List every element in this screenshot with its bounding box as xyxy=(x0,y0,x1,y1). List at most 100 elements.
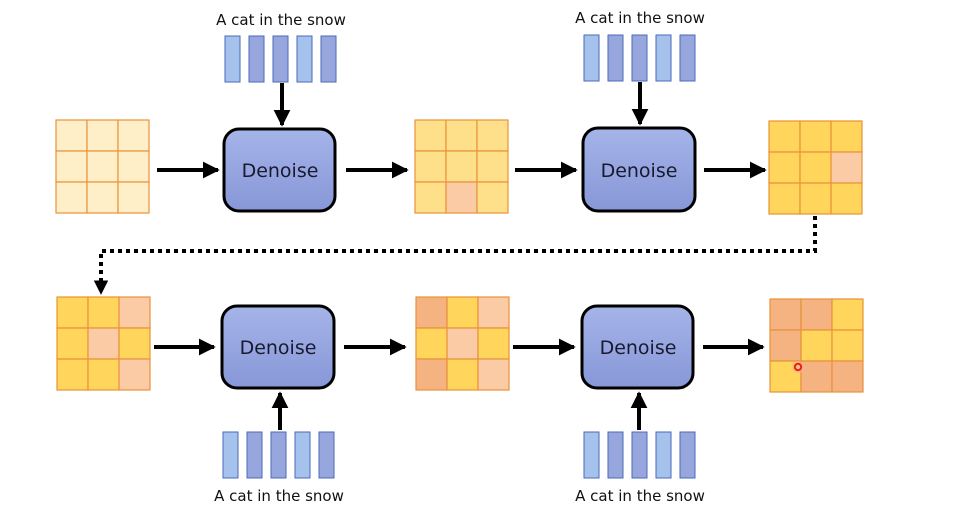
grid-cell-yellow xyxy=(87,358,120,391)
token-bar xyxy=(224,35,241,83)
grid-cell-yellow xyxy=(830,182,863,215)
token-bar xyxy=(655,34,672,82)
token-embeddings xyxy=(583,34,696,82)
token-bar xyxy=(272,35,289,83)
grid-cell-yellow xyxy=(799,120,832,153)
token-bar xyxy=(655,431,672,479)
latent-grid-r2-1 xyxy=(56,296,151,391)
grid-cell-peach xyxy=(830,151,863,184)
token-bar xyxy=(583,431,600,479)
token-bar xyxy=(631,431,648,479)
denoise-label: Denoise xyxy=(600,337,677,359)
text-prompt-r2-1: A cat in the snow xyxy=(214,431,344,505)
cursor-marker-icon xyxy=(792,361,804,373)
grid-cell-yellow xyxy=(446,296,479,329)
grid-cell-yellow xyxy=(831,298,864,331)
latent-grid-r1-1 xyxy=(55,119,150,214)
grid-cell-yellow xyxy=(446,358,479,391)
token-bar xyxy=(296,35,313,83)
grid-cell-yellow xyxy=(56,327,89,360)
grid-cell-light xyxy=(476,181,509,214)
grid-cell-light xyxy=(445,150,478,183)
grid-cell-light xyxy=(414,119,447,152)
denoise-label: Denoise xyxy=(601,160,678,182)
token-bar xyxy=(248,35,265,83)
latent-grid-r2-2 xyxy=(415,296,510,391)
denoise-block-r2-1: Denoise xyxy=(220,304,336,390)
grid-cell-peach xyxy=(118,358,151,391)
token-bar xyxy=(318,431,335,479)
latent-grid-r2-3 xyxy=(769,298,864,393)
prompt-label: A cat in the snow xyxy=(575,9,705,27)
token-bar xyxy=(294,431,311,479)
grid-cell-light xyxy=(476,150,509,183)
grid-cell-yellow xyxy=(768,120,801,153)
grid-cell-pale xyxy=(55,181,88,214)
grid-cell-pale xyxy=(55,150,88,183)
grid-cell-salmon xyxy=(800,360,833,393)
grid-cell-pale xyxy=(117,181,150,214)
grid-cell-peach xyxy=(445,181,478,214)
grid-cell-salmon xyxy=(415,296,448,329)
grid-cell-yellow xyxy=(830,120,863,153)
text-prompt-r1-1: A cat in the snow xyxy=(216,11,346,83)
grid-cell-yellow xyxy=(415,327,448,360)
prompt-label: A cat in the snow xyxy=(575,487,705,505)
grid-cell-peach xyxy=(87,327,120,360)
token-embeddings xyxy=(222,431,335,479)
token-embeddings xyxy=(583,431,696,479)
grid-cell-yellow xyxy=(800,329,833,362)
denoise-label: Denoise xyxy=(242,160,319,182)
token-bar xyxy=(631,34,648,82)
grid-cell-yellow xyxy=(56,358,89,391)
grid-cell-peach xyxy=(446,327,479,360)
token-bar xyxy=(222,431,239,479)
grid-cell-pale xyxy=(86,150,119,183)
grid-cell-salmon xyxy=(769,329,802,362)
grid-cell-yellow xyxy=(831,329,864,362)
prompt-label: A cat in the snow xyxy=(214,487,344,505)
prompt-label: A cat in the snow xyxy=(216,11,346,29)
token-bar xyxy=(583,34,600,82)
row-1: A cat in the snow Denoise A cat in the s… xyxy=(55,9,863,215)
latent-grid-r1-2 xyxy=(414,119,509,214)
grid-cell-peach xyxy=(477,296,510,329)
denoise-label: Denoise xyxy=(240,337,317,359)
grid-cell-light xyxy=(414,181,447,214)
grid-cell-yellow xyxy=(477,327,510,360)
grid-cell-pale xyxy=(86,119,119,152)
text-prompt-r2-2: A cat in the snow xyxy=(575,431,705,505)
grid-cell-yellow xyxy=(56,296,89,329)
grid-cell-yellow xyxy=(87,296,120,329)
grid-cell-pale xyxy=(55,119,88,152)
grid-cell-peach xyxy=(118,296,151,329)
token-bar xyxy=(607,34,624,82)
grid-cell-yellow xyxy=(799,151,832,184)
grid-cell-salmon xyxy=(800,298,833,331)
token-bar xyxy=(607,431,624,479)
grid-cell-light xyxy=(414,150,447,183)
grid-cell-yellow xyxy=(768,151,801,184)
denoise-block-r2-2: Denoise xyxy=(580,304,695,390)
token-bar xyxy=(679,431,696,479)
dotted-connector xyxy=(93,216,817,295)
grid-cell-yellow xyxy=(799,182,832,215)
grid-cell-peach xyxy=(477,358,510,391)
token-embeddings xyxy=(224,35,337,83)
grid-cell-pale xyxy=(117,119,150,152)
token-bar xyxy=(270,431,287,479)
latent-grid-r1-3 xyxy=(768,120,863,215)
grid-cell-pale xyxy=(117,150,150,183)
text-prompt-r1-2: A cat in the snow xyxy=(575,9,705,82)
grid-cell-salmon xyxy=(769,298,802,331)
token-bar xyxy=(320,35,337,83)
token-bar xyxy=(679,34,696,82)
grid-cell-pale xyxy=(86,181,119,214)
denoise-block-r1-2: Denoise xyxy=(581,126,697,213)
grid-cell-light xyxy=(445,119,478,152)
denoise-block-r1-1: Denoise xyxy=(222,127,337,213)
grid-cell-yellow xyxy=(118,327,151,360)
token-bar xyxy=(246,431,263,479)
grid-cell-salmon xyxy=(415,358,448,391)
